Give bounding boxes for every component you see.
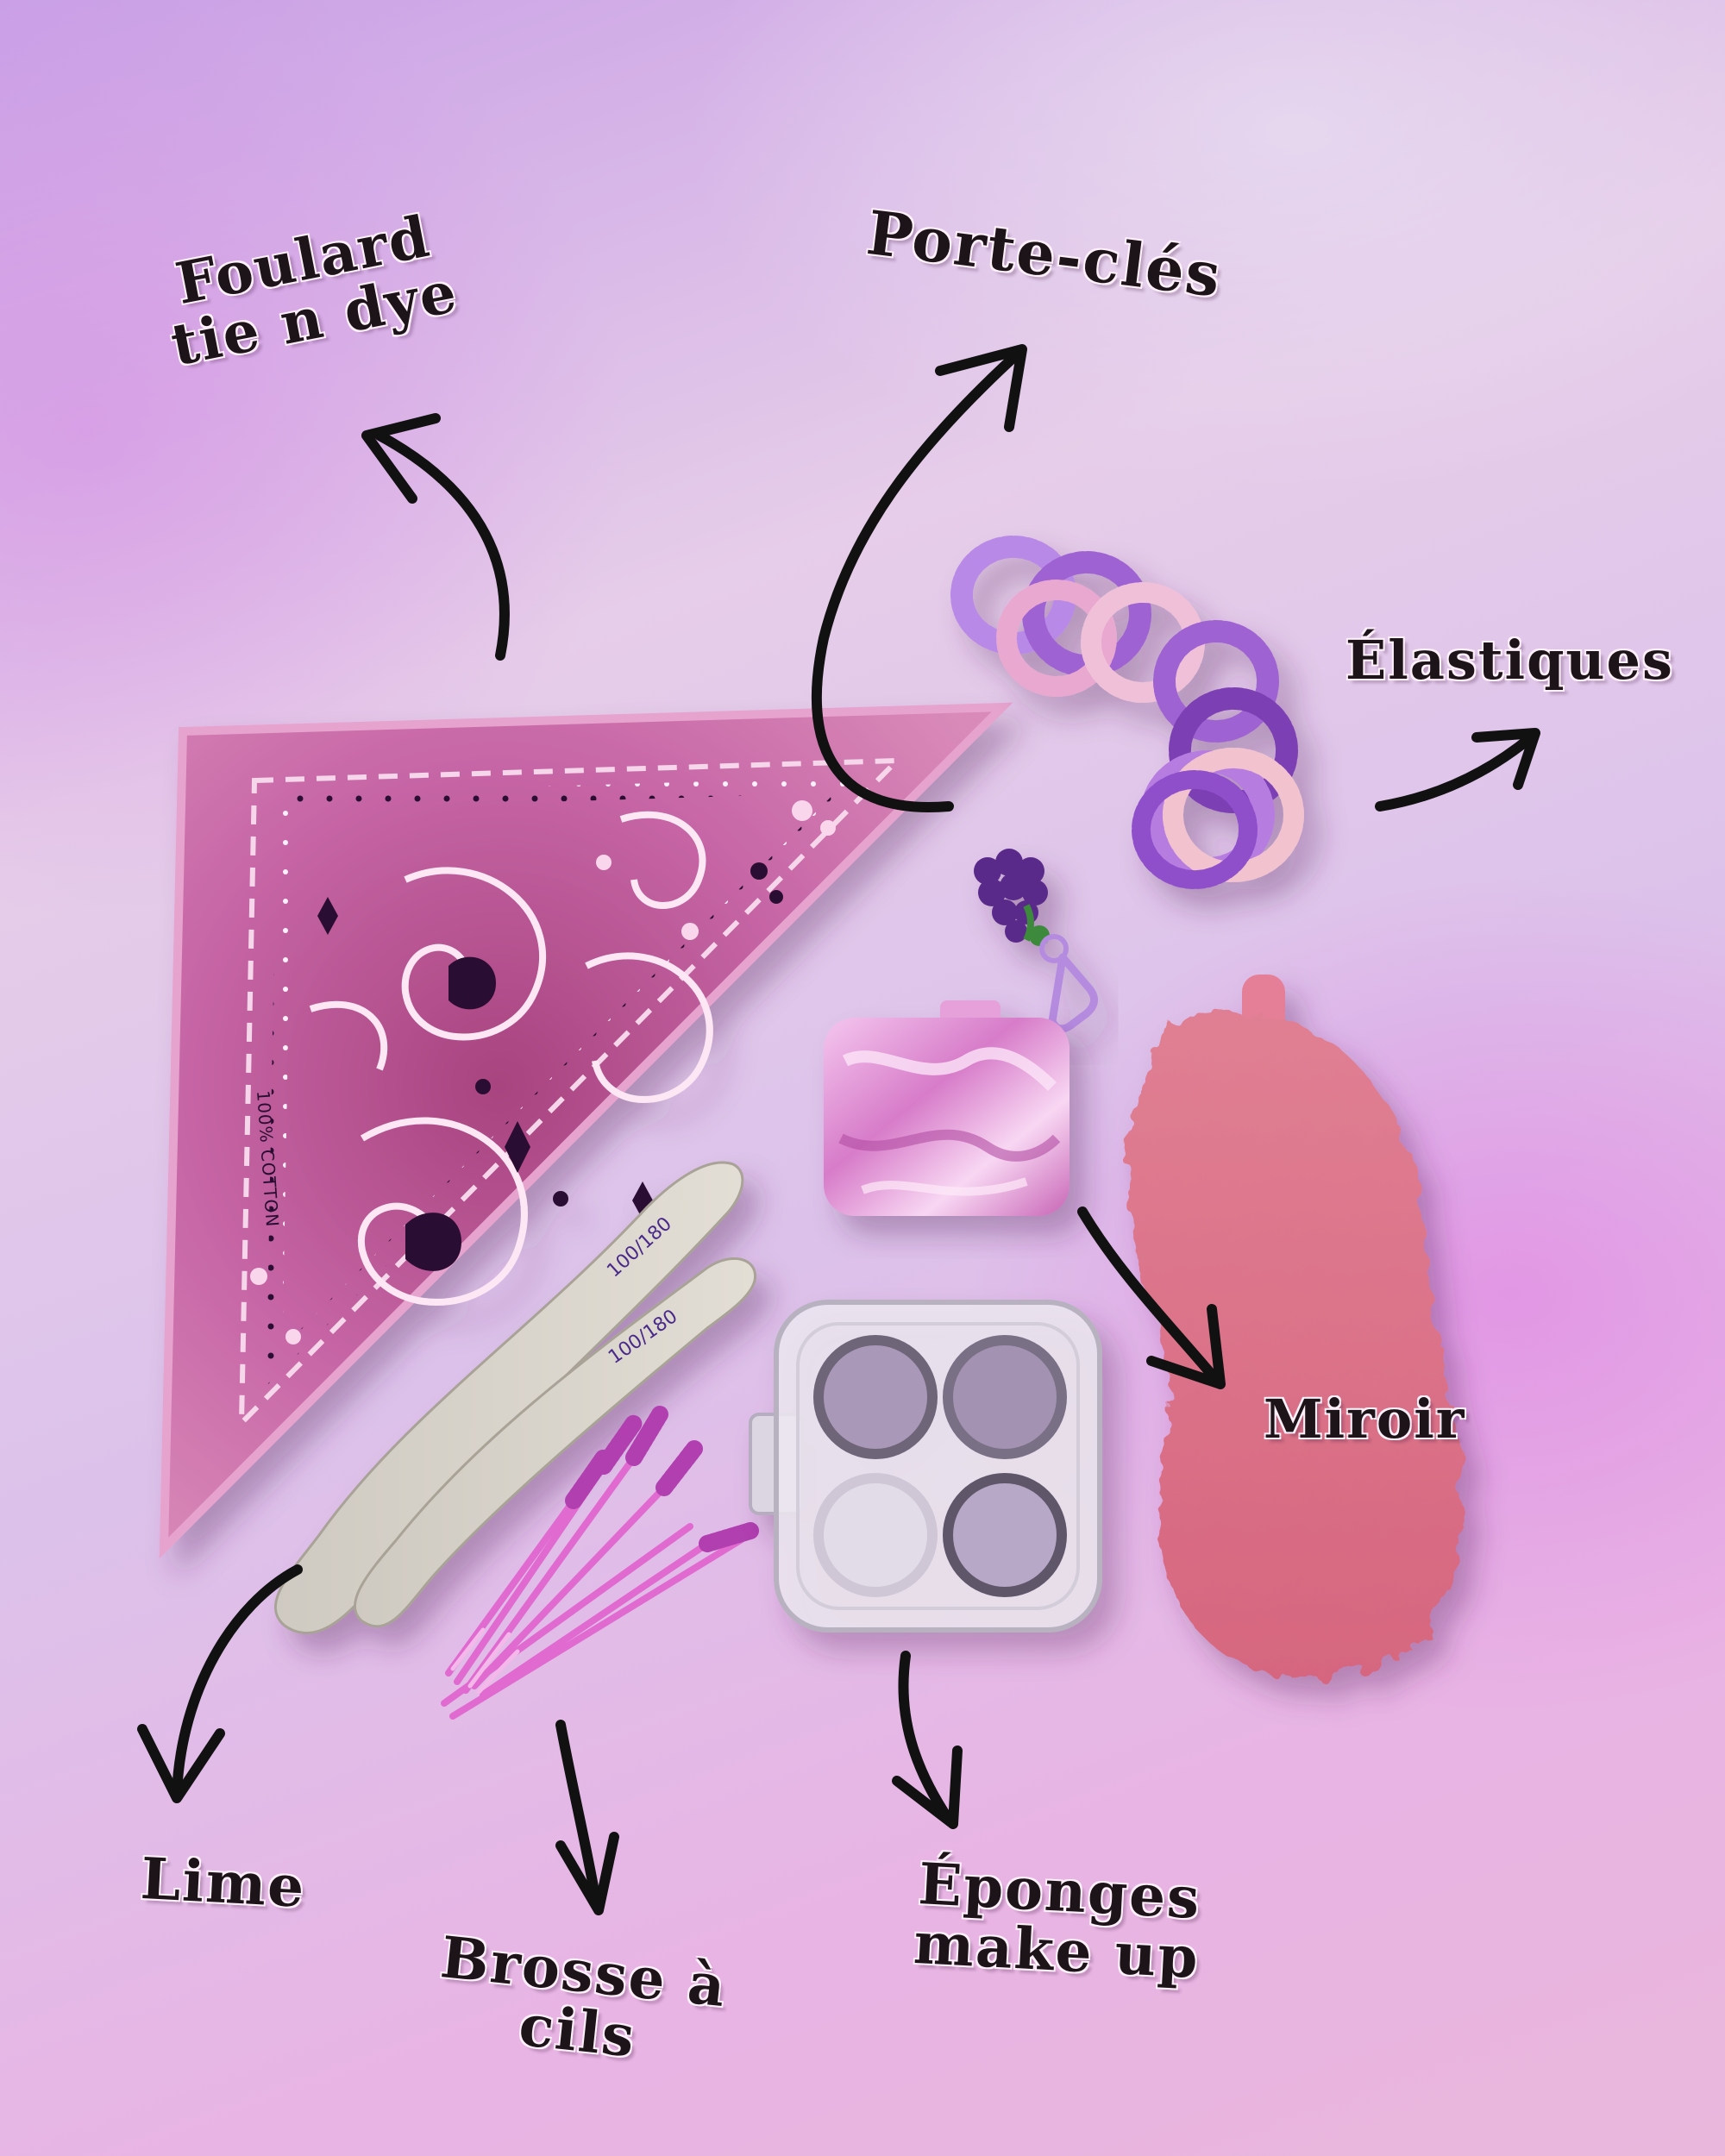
compact-mirror — [824, 1000, 1070, 1216]
label-miroir: Miroir — [1264, 1388, 1466, 1451]
hair-elastics — [950, 536, 1304, 889]
arrow-foulard-icon — [361, 413, 510, 661]
arrow-porte-cles-icon — [812, 344, 1027, 812]
arrow-lime-icon — [137, 1564, 303, 1803]
sponge-case — [749, 1300, 1102, 1633]
label-eponges-line2: make up — [912, 1909, 1201, 1992]
arrow-brosse-icon — [555, 1720, 619, 1915]
label-eponges: Éponges make up — [912, 1850, 1204, 1992]
sleep-mask — [1127, 975, 1463, 1678]
nail-files: 100/180 100/180 — [273, 1161, 756, 1634]
annotation-arrows — [137, 344, 1540, 1915]
arrow-miroir-icon — [1077, 1206, 1226, 1389]
arrow-eponges-icon — [892, 1651, 963, 1829]
bandana-scarf: 100% COTTON — [159, 702, 1013, 1559]
label-elastiques: Élastiques — [1346, 629, 1674, 692]
label-lime: Lime — [139, 1845, 308, 1921]
arrow-elastiques-icon — [1375, 728, 1540, 812]
lash-brushes — [441, 1406, 759, 1720]
